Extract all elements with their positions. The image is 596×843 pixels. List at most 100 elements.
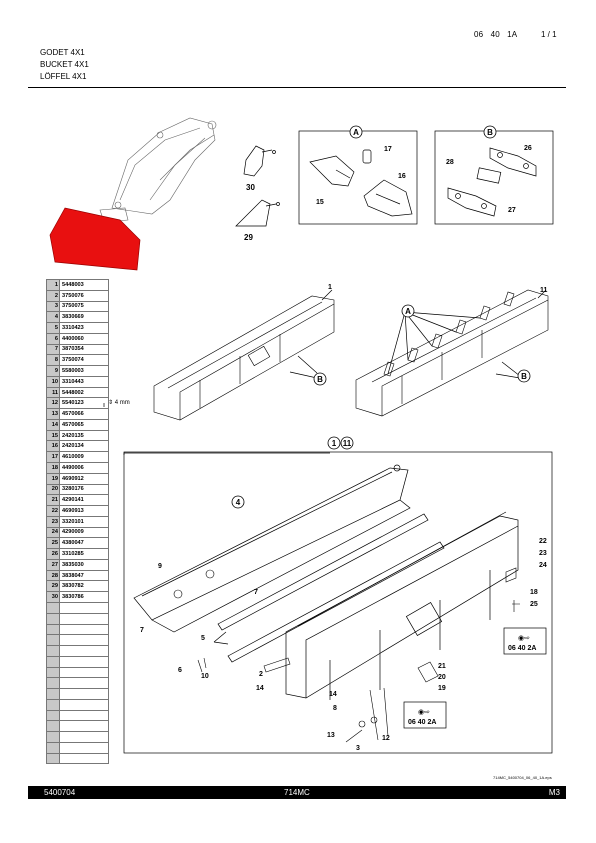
table-row-empty	[46, 623, 109, 636]
part-index: 13	[46, 408, 60, 420]
ref-box-1	[503, 627, 547, 655]
label-29: 29	[244, 233, 253, 242]
part-code: 3835030	[59, 558, 109, 571]
leader-11	[537, 289, 547, 299]
label-11: 11	[540, 287, 548, 294]
label-9: 9	[158, 563, 162, 570]
table-row-empty	[46, 709, 109, 722]
part-code: 3830669	[59, 311, 109, 324]
part-code: 3280176	[59, 483, 109, 496]
label-callout-b11: B	[521, 372, 527, 381]
label-14b: 14	[329, 691, 337, 698]
part-index: 14	[46, 418, 60, 431]
eye-arrow-icon-2: ◉⇨	[418, 709, 430, 716]
part-code: 4690913	[59, 505, 109, 517]
table-row-empty	[46, 720, 109, 733]
part-code: 3310443	[59, 375, 109, 388]
label-15: 15	[316, 199, 324, 206]
part-index: 4	[46, 311, 60, 324]
part-index: 12	[46, 397, 60, 410]
label-21: 21	[438, 663, 446, 670]
part-code: 3870354	[59, 343, 109, 356]
table-row-empty	[46, 634, 109, 647]
note-4mm: ⇕ 4 mm	[108, 400, 130, 406]
label-7b: 7	[140, 627, 144, 634]
label-13: 13	[327, 732, 335, 739]
label-23: 23	[539, 550, 547, 557]
detail-frame	[123, 451, 553, 754]
bucket-body-detail	[285, 511, 519, 700]
part-code: 4610009	[59, 451, 109, 464]
part-code: 4400060	[59, 332, 109, 345]
part-index: 5	[46, 322, 60, 334]
thickness-icon: ⇕	[108, 400, 114, 406]
part-code: 2420135	[59, 429, 109, 442]
ref-box-2	[403, 701, 447, 729]
label-16: 16	[398, 173, 406, 180]
label-detail-4: 4	[236, 498, 241, 507]
part-index: 8	[46, 354, 60, 367]
part-index: 15	[46, 429, 60, 442]
label-7a: 7	[254, 589, 258, 596]
label-26: 26	[524, 145, 532, 152]
part-code: 4690912	[59, 472, 109, 485]
label-10: 10	[201, 673, 209, 680]
part-index: 3	[46, 300, 60, 313]
label-18: 18	[530, 589, 538, 596]
part-code: 2420134	[59, 440, 109, 453]
table-row-empty	[46, 677, 109, 690]
part-index: 7	[46, 343, 60, 356]
part-index: 9	[46, 365, 60, 377]
part-index: 19	[46, 472, 60, 485]
label-22: 22	[539, 538, 547, 545]
label-20: 20	[438, 674, 446, 681]
label-12: 12	[382, 735, 390, 742]
part-code: 3830786	[59, 591, 109, 603]
adapter-16	[363, 179, 413, 217]
cutting-edge-4	[133, 464, 411, 633]
header-rule	[28, 87, 566, 88]
ref-label-1: 06 40 2A	[508, 645, 536, 652]
leader-b-11	[495, 361, 521, 379]
part-code: 4570066	[59, 408, 109, 420]
label-box-b: B	[487, 128, 493, 137]
part-index: 18	[46, 462, 60, 474]
table-row-empty	[46, 666, 109, 679]
part-code: 4290141	[59, 494, 109, 507]
part-code: 5448003	[59, 279, 109, 291]
label-17: 17	[384, 146, 392, 153]
part-code: 3838047	[59, 569, 109, 582]
part-index: 17	[46, 451, 60, 464]
footer-bar: 5400704 714MC M3	[28, 786, 566, 799]
part-code: 3310285	[59, 548, 109, 560]
shim-28	[476, 167, 502, 184]
label-19: 19	[438, 685, 446, 692]
part-code: 4380047	[59, 537, 109, 550]
label-24: 24	[539, 562, 547, 569]
label-callout-b1: B	[317, 375, 323, 384]
footer-section: M3	[548, 788, 560, 797]
tooth-15	[309, 155, 355, 187]
part-code: 5580003	[59, 365, 109, 377]
leader-1	[321, 289, 333, 301]
part-code: 3750076	[59, 289, 109, 302]
teeth-guard-30	[243, 145, 276, 177]
box-b	[434, 130, 554, 225]
part-index: 25	[46, 537, 60, 550]
part-index: 16	[46, 440, 60, 453]
title-fr: GODET 4X1	[40, 48, 85, 57]
wear-plate-26	[489, 147, 537, 177]
